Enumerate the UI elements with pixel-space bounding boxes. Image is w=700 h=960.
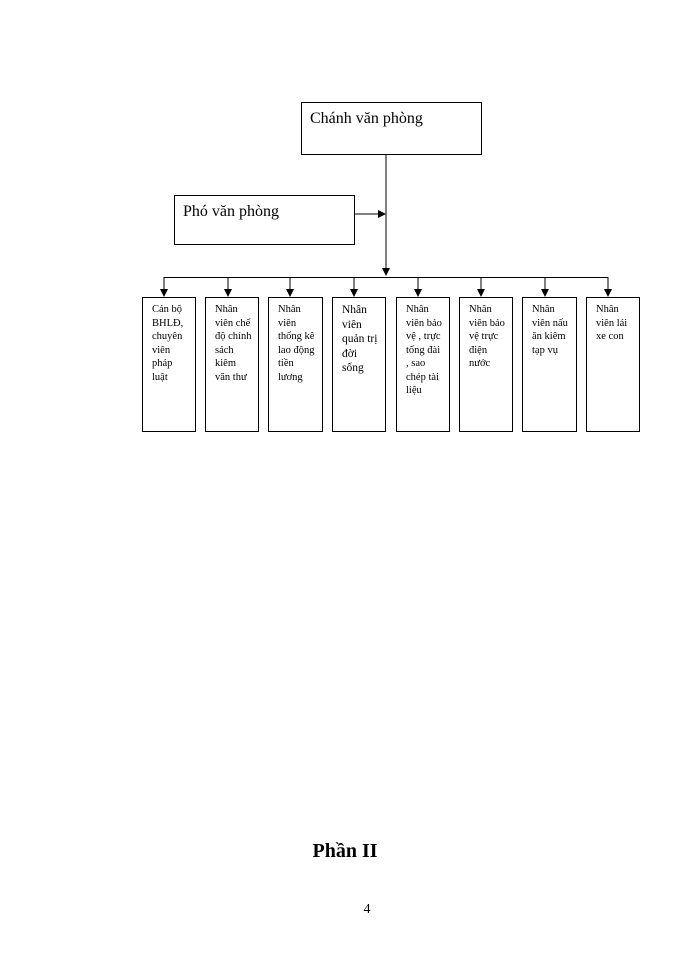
section-heading: Phần II bbox=[0, 840, 700, 863]
staff-label: Nhân viên lái xe con bbox=[596, 304, 628, 342]
staff-label: Nhân viên quản trị đời sống bbox=[342, 304, 378, 374]
head-box: Chánh văn phòng bbox=[301, 102, 482, 155]
section-heading-text: Phần II bbox=[312, 840, 378, 862]
staff-box: Nhân viên nấu ăn kiêm tạp vụ bbox=[522, 297, 577, 432]
staff-box: Nhân viên bảo vệ trực điện nước bbox=[459, 297, 513, 432]
deputy-label: Phó văn phòng bbox=[183, 203, 279, 220]
staff-box: Cán bộ BHLĐ, chuyên viên pháp luật bbox=[142, 297, 196, 432]
page-number: 4 bbox=[0, 902, 700, 918]
staff-box: Nhân viên bảo vệ , trực tổng đài , sao c… bbox=[396, 297, 450, 432]
staff-box: Nhân viên chế độ chính sách kiêm văn thư bbox=[205, 297, 259, 432]
staff-label: Nhân viên nấu ăn kiêm tạp vụ bbox=[532, 304, 568, 356]
staff-box: Nhân viên thống kê lao động tiền lương bbox=[268, 297, 323, 432]
deputy-box: Phó văn phòng bbox=[174, 195, 355, 245]
staff-label: Nhân viên chế độ chính sách kiêm văn thư bbox=[215, 304, 252, 383]
staff-box: Nhân viên quản trị đời sống bbox=[332, 297, 386, 432]
staff-box: Nhân viên lái xe con bbox=[586, 297, 640, 432]
page-number-text: 4 bbox=[363, 902, 371, 917]
head-label: Chánh văn phòng bbox=[310, 110, 423, 127]
staff-label: Nhân viên bảo vệ , trực tổng đài , sao c… bbox=[406, 304, 442, 396]
staff-label: Nhân viên thống kê lao động tiền lương bbox=[278, 304, 315, 383]
staff-label: Cán bộ BHLĐ, chuyên viên pháp luật bbox=[152, 304, 184, 383]
staff-label: Nhân viên bảo vệ trực điện nước bbox=[469, 304, 505, 369]
